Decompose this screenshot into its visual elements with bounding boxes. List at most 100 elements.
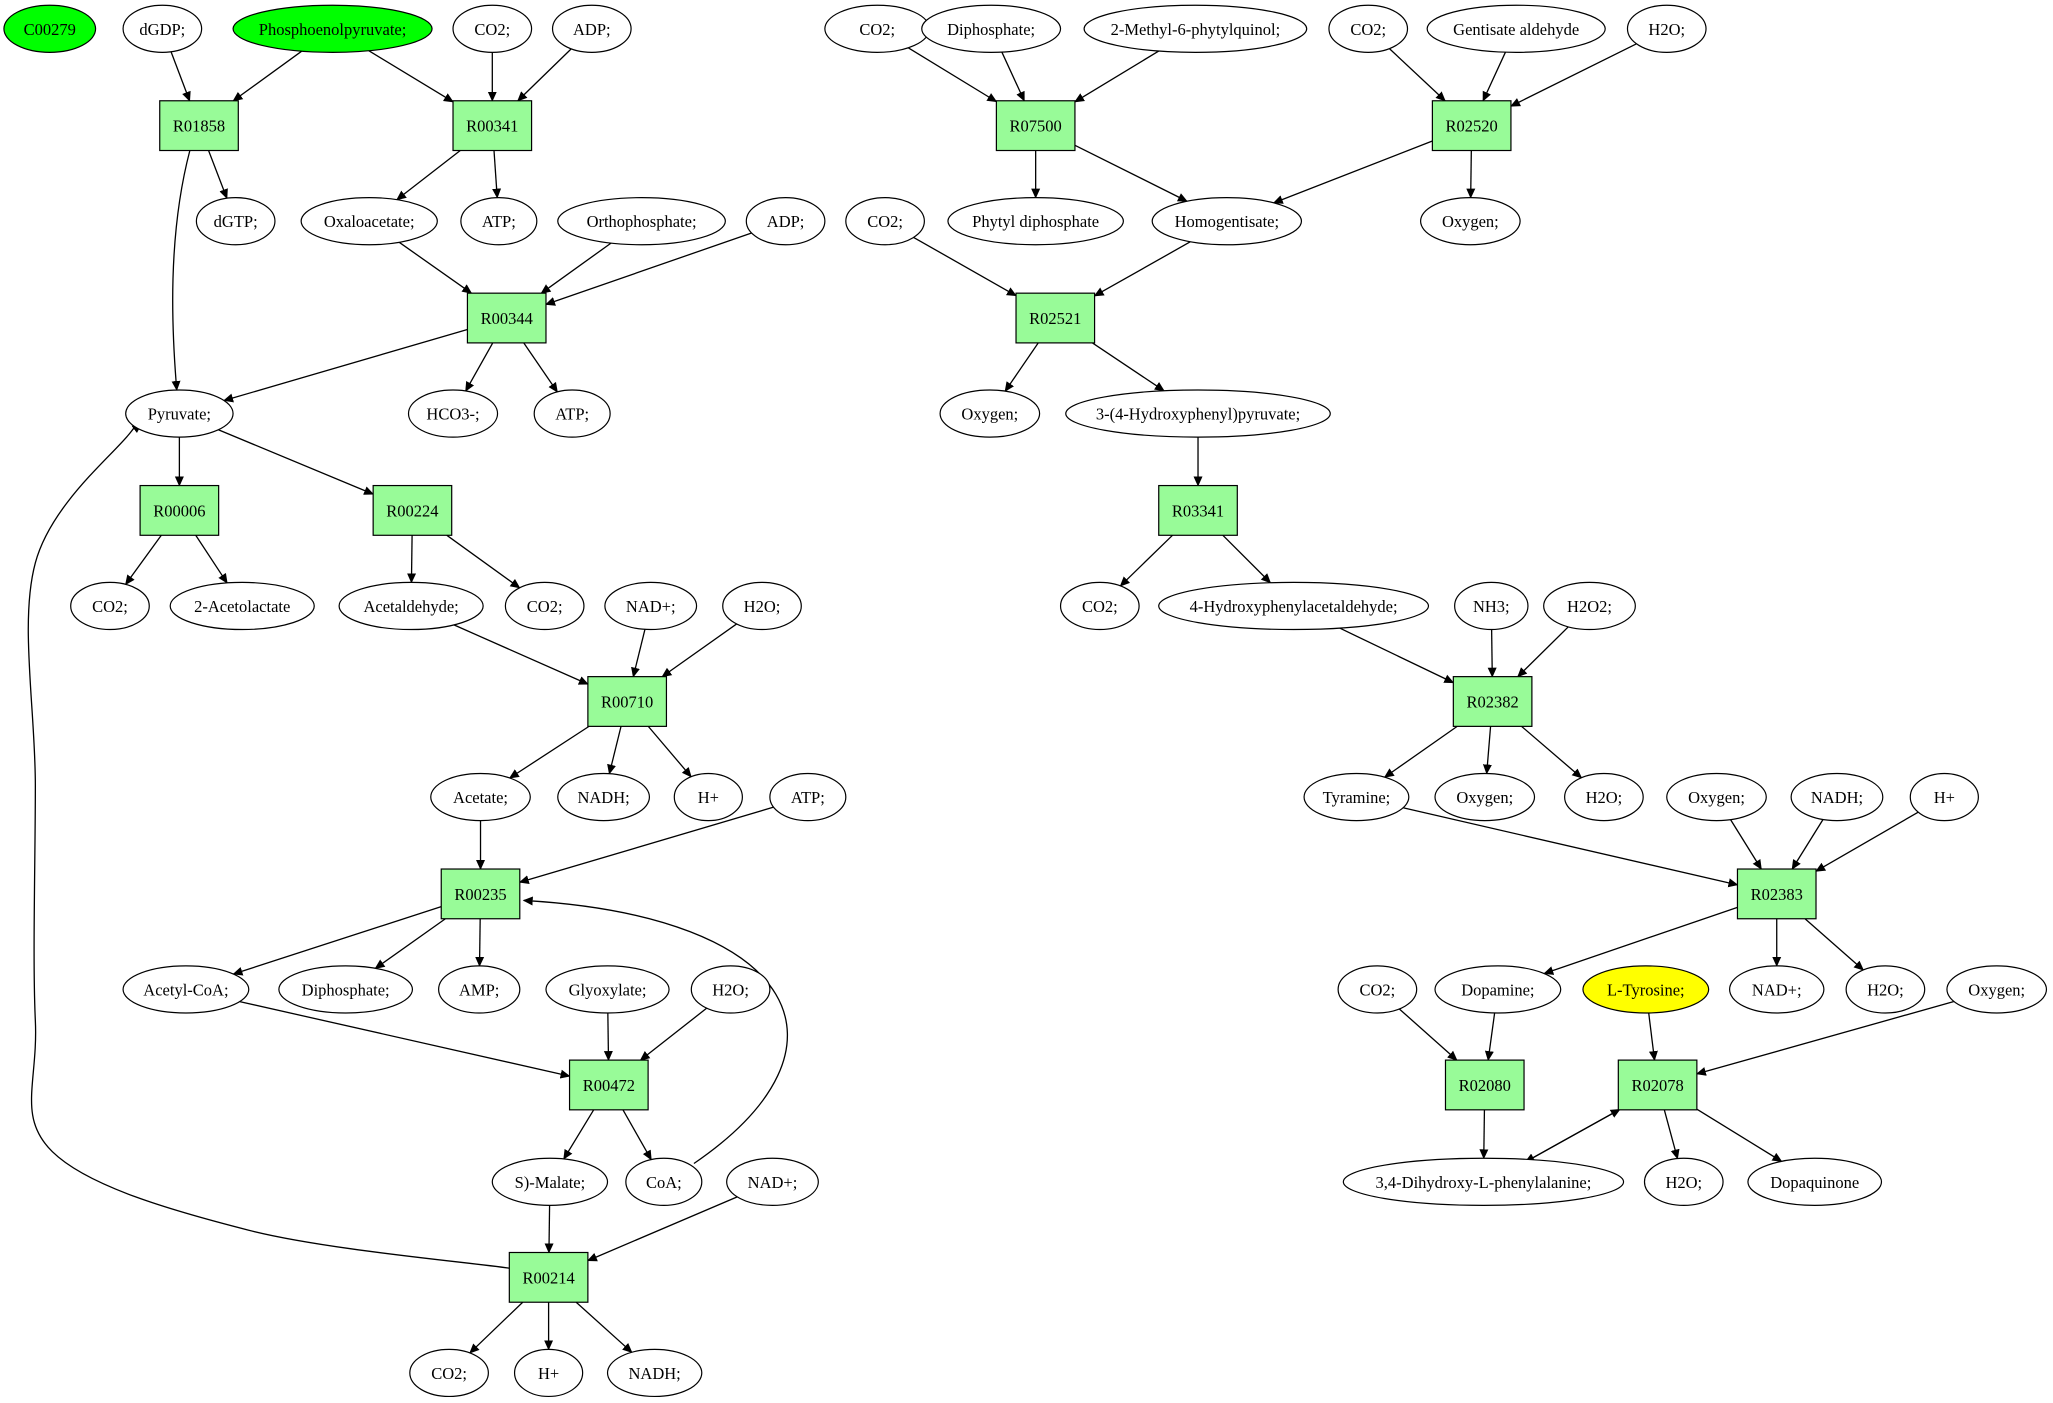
compound-ellipse xyxy=(557,197,726,246)
compound-ellipse xyxy=(1543,581,1636,631)
edge-r00235-to-acetylcoa xyxy=(232,906,442,976)
edge-adp_a-to-r00341 xyxy=(517,48,572,102)
edge-r00224-to-acetaldehyde xyxy=(407,535,417,584)
edge-ltyrosine-to-r02078 xyxy=(1648,1012,1658,1062)
reaction-box xyxy=(1015,292,1096,344)
edge-adp_b-to-r00344 xyxy=(545,232,752,306)
edge-r02078-to-dopaquinone xyxy=(1696,1108,1783,1162)
reaction-node-r00214: R00214 xyxy=(508,1251,589,1303)
compound-node-orthophosphate: Orthophosphate; xyxy=(557,197,726,246)
edge-r07500-to-homogentisate xyxy=(1074,144,1188,202)
edge-r00341-to-oxaloacetate xyxy=(396,149,461,201)
compound-node-co2_g: CO2; xyxy=(845,197,925,246)
compound-ellipse xyxy=(690,965,771,1014)
compound-label: H+ xyxy=(1934,788,1955,807)
reaction-box xyxy=(1736,868,1817,920)
compound-node-atp_b: ATP; xyxy=(533,389,611,438)
reaction-box xyxy=(1617,1059,1698,1111)
compound-ellipse xyxy=(1158,581,1430,631)
compound-ellipse xyxy=(1151,197,1303,246)
compound-ellipse xyxy=(513,1348,584,1398)
edge-diphosphate_b-to-r07500 xyxy=(1001,51,1025,102)
reaction-label: R00710 xyxy=(601,693,653,712)
compound-label: CO2; xyxy=(859,20,895,39)
edge-nad_b-to-r00214 xyxy=(586,1196,738,1262)
edge-r01858-to-dgtp xyxy=(207,150,228,200)
compound-ellipse xyxy=(604,581,698,631)
compound-node-nad_c: NAD+; xyxy=(1729,965,1825,1014)
compound-label: ATP; xyxy=(791,788,825,807)
compound-label: ATP; xyxy=(482,212,516,231)
compound-ellipse xyxy=(557,772,651,822)
compound-ellipse xyxy=(1747,1157,1883,1206)
compound-node-co2_d: CO2; xyxy=(409,1348,489,1398)
compound-node-acetolactate: 2-Acetolactate xyxy=(169,581,315,631)
reaction-box xyxy=(1431,100,1512,152)
compound-label: NAD+; xyxy=(1752,980,1802,999)
edge-r00214-to-co2_d xyxy=(469,1301,524,1354)
compound-node-atp_c: ATP; xyxy=(769,772,847,822)
reaction-label: R00341 xyxy=(466,117,518,136)
reaction-node-r00224: R00224 xyxy=(372,484,453,536)
compound-label: Acetate; xyxy=(453,788,508,807)
reaction-box xyxy=(440,868,521,920)
reaction-node-r03341: R03341 xyxy=(1158,484,1238,536)
compound-label: CO2; xyxy=(1360,980,1396,999)
edge-hpa-to-r02382 xyxy=(1339,627,1455,684)
compound-node-h2o_c: H2O; xyxy=(1626,4,1707,53)
reaction-node-r00235: R00235 xyxy=(440,868,521,920)
edge-dgdp-to-r01858 xyxy=(170,51,191,102)
compound-label: CO2; xyxy=(431,1364,467,1383)
compound-label: ATP; xyxy=(555,405,589,424)
reaction-box xyxy=(568,1059,649,1111)
compound-ellipse xyxy=(845,197,925,246)
compound-ellipse xyxy=(1909,772,1979,822)
reaction-box xyxy=(452,100,533,152)
edge-homogentisate-to-r02521 xyxy=(1093,241,1191,297)
compound-node-nadh_a: NADH; xyxy=(557,772,651,822)
reaction-node-r02080: R02080 xyxy=(1444,1059,1525,1111)
edge-dopamine-to-r02080 xyxy=(1484,1012,1496,1062)
compound-node-h2o2: H2O2; xyxy=(1543,581,1636,631)
compound-node-oxygen_e: Oxygen; xyxy=(1946,965,2048,1014)
compound-node-adp_b: ADP; xyxy=(745,197,826,246)
reaction-label: R01858 xyxy=(173,117,225,136)
edge-pep-to-r00341 xyxy=(368,50,454,103)
compound-node-homogentisate: Homogentisate; xyxy=(1151,197,1303,246)
compound-label: C00279 xyxy=(24,20,76,39)
edge-r00710-to-hplus_a xyxy=(647,725,692,778)
compound-ellipse xyxy=(533,389,611,438)
reaction-node-r01858: R01858 xyxy=(159,100,239,152)
edge-r02521-to-hpp xyxy=(1092,342,1165,392)
reaction-label: R00214 xyxy=(522,1268,574,1287)
compound-ellipse xyxy=(409,1348,489,1398)
reaction-box xyxy=(1452,676,1533,727)
compound-node-co2_h: CO2; xyxy=(1059,581,1140,631)
edge-acetaldehyde-to-r00710 xyxy=(453,624,589,685)
compound-node-acetaldehyde: Acetaldehyde; xyxy=(338,581,484,631)
edge-nadh_c-to-r02383 xyxy=(1791,819,1824,870)
edge-r02382-to-tyramine xyxy=(1383,725,1458,778)
compound-node-co2_i: CO2; xyxy=(1337,965,1418,1014)
edge-co2_g-to-r02521 xyxy=(913,236,1017,297)
edge-r02078-to-h2o_f xyxy=(1663,1109,1680,1160)
compound-node-pep: Phosphoenolpyruvate; xyxy=(232,4,433,53)
compound-label: H2O; xyxy=(1586,788,1623,807)
edge-r02383-to-dopamine xyxy=(1543,906,1738,975)
compound-ellipse xyxy=(125,389,234,438)
compound-node-dopaquinone: Dopaquinone xyxy=(1747,1157,1883,1206)
compound-ellipse xyxy=(300,197,438,246)
reaction-label: R07500 xyxy=(1010,117,1062,136)
reaction-node-r02520: R02520 xyxy=(1431,100,1512,152)
edge-r02382-to-oxygen_c xyxy=(1482,726,1492,775)
compound-label: NH3; xyxy=(1473,597,1510,616)
compound-ellipse xyxy=(939,389,1041,438)
reaction-box xyxy=(995,100,1076,152)
edge-r02080-to-ldopa xyxy=(1479,1109,1489,1160)
reaction-node-r00006: R00006 xyxy=(139,484,220,536)
edge-r01858-to-pyruvate xyxy=(171,150,191,392)
edge-r00006-to-co2_b xyxy=(125,534,162,586)
compound-ellipse xyxy=(491,1157,609,1206)
compound-ellipse xyxy=(232,4,433,53)
